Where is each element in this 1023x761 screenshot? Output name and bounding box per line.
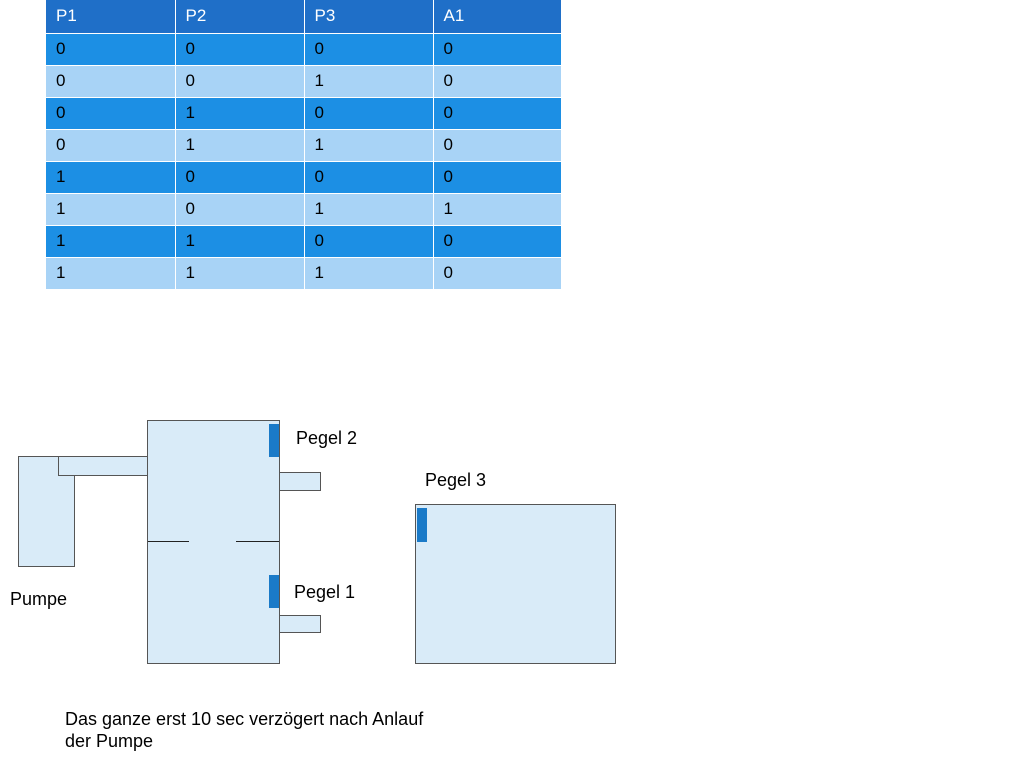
cell-p2: 1 — [175, 225, 305, 258]
cell-p1: 1 — [46, 193, 176, 226]
delay-note-line1: Das ganze erst 10 sec verzögert nach Anl… — [65, 709, 424, 729]
cell-a1: 0 — [433, 161, 561, 194]
cell-p2: 1 — [175, 129, 305, 162]
header-p3: P3 — [304, 0, 434, 34]
delay-note: Das ganze erst 10 sec verzögert nach Anl… — [65, 708, 585, 752]
cell-p1: 1 — [46, 257, 176, 290]
cell-p2: 1 — [175, 257, 305, 290]
cell-a1: 0 — [433, 129, 561, 162]
outlet-pipe-lower — [279, 615, 321, 633]
table-row: 1 1 1 0 — [46, 257, 561, 290]
cell-p1: 0 — [46, 129, 176, 162]
tank-divider-right — [236, 541, 279, 542]
cell-p3: 1 — [304, 193, 434, 226]
tank-divider-left — [148, 541, 189, 542]
cell-p1: 1 — [46, 161, 176, 194]
table-row: 1 0 0 0 — [46, 161, 561, 194]
header-p2: P2 — [175, 0, 305, 34]
cell-p3: 0 — [304, 97, 434, 130]
cell-p3: 1 — [304, 257, 434, 290]
cell-a1: 0 — [433, 225, 561, 258]
header-a1: A1 — [433, 0, 561, 34]
pegel2-label: Pegel 2 — [296, 428, 358, 448]
tank-3 — [415, 504, 616, 664]
cell-p1: 0 — [46, 33, 176, 66]
outlet-pipe-upper — [279, 472, 321, 491]
cell-p1: 1 — [46, 225, 176, 258]
cell-a1: 0 — [433, 97, 561, 130]
pegel2-sensor — [269, 424, 279, 457]
truth-table: P1 P2 P3 A1 0 0 0 0 0 0 1 0 0 1 0 0 0 1 … — [46, 0, 561, 290]
main-tank — [147, 420, 280, 664]
table-row: 0 1 1 0 — [46, 129, 561, 162]
table-row: 1 0 1 1 — [46, 193, 561, 226]
cell-a1: 0 — [433, 65, 561, 98]
table-row: 0 0 1 0 — [46, 65, 561, 98]
table-row: 0 1 0 0 — [46, 97, 561, 130]
table-row: 0 0 0 0 — [46, 33, 561, 66]
cell-p3: 0 — [304, 225, 434, 258]
cell-p3: 1 — [304, 65, 434, 98]
cell-p3: 1 — [304, 129, 434, 162]
pegel3-label: Pegel 3 — [425, 470, 487, 490]
header-p1: P1 — [46, 0, 176, 34]
pumpe-label: Pumpe — [10, 589, 68, 609]
cell-p2: 1 — [175, 97, 305, 130]
cell-p2: 0 — [175, 161, 305, 194]
delay-note-line2: der Pumpe — [65, 731, 154, 751]
pegel1-sensor — [269, 575, 279, 608]
pegel1-label: Pegel 1 — [294, 582, 356, 602]
cell-p1: 0 — [46, 65, 176, 98]
cell-a1: 0 — [433, 257, 561, 290]
pump-pipe — [58, 456, 149, 476]
cell-a1: 0 — [433, 33, 561, 66]
cell-p3: 0 — [304, 161, 434, 194]
table-header-row: P1 P2 P3 A1 — [46, 0, 561, 34]
cell-p3: 0 — [304, 33, 434, 66]
table-row: 1 1 0 0 — [46, 225, 561, 258]
cell-p2: 0 — [175, 33, 305, 66]
cell-p2: 0 — [175, 65, 305, 98]
cell-p2: 0 — [175, 193, 305, 226]
cell-a1: 1 — [433, 193, 561, 226]
pegel3-sensor — [417, 508, 427, 542]
cell-p1: 0 — [46, 97, 176, 130]
